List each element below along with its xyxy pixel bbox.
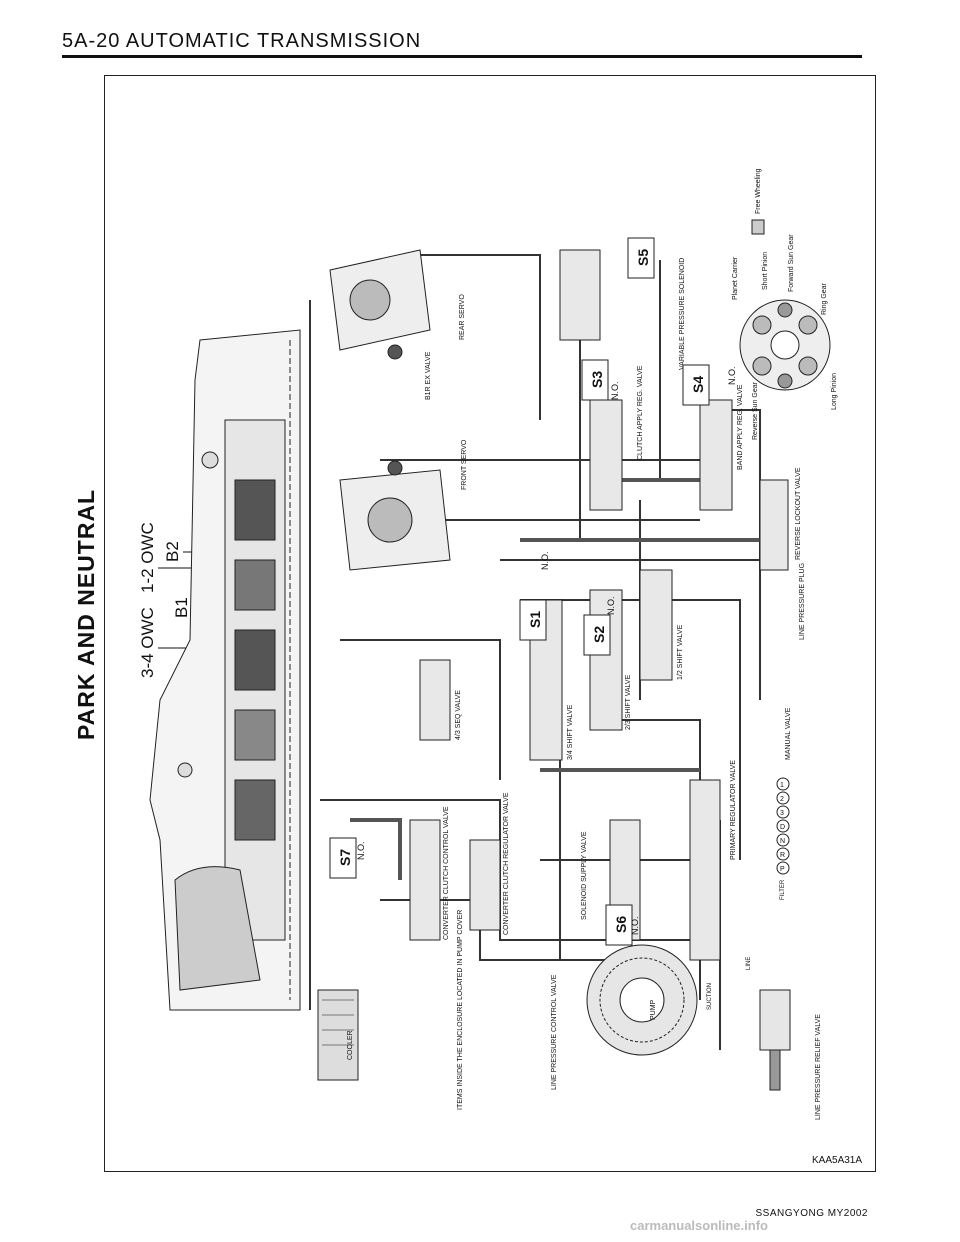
svg-text:N.O.: N.O. [356,841,366,860]
label-long-pinion: Long Pinion [831,373,838,410]
diagram-frame [104,75,876,1172]
label-short-pinion: Short Pinion [762,252,769,290]
label-shift-34: 3/4 SHIFT VALVE [567,704,574,760]
label-line: LINE [746,957,752,970]
label-line-pressure-ctrl: LINE PRESSURE CONTROL VALVE [551,974,558,1090]
page-header: 5A-20 AUTOMATIC TRANSMISSION [62,30,422,52]
label-b1r-ex-valve: B1R EX VALVE [425,351,432,400]
watermark: carmanualsonline.info [630,1218,768,1233]
label-manual-valve: MANUAL VALVE [785,707,792,760]
cooler: COOLER [317,989,359,1081]
label-reverse-lockout: REVERSE LOCKOUT VALVE [795,467,802,560]
solenoid-s5: S5 [627,237,655,279]
label-pump: PUMP [650,999,657,1020]
label-conv-clutch-ctrl: CONVERTER CLUTCH CONTROL VALVE [443,806,450,940]
label-ring-gear: Ring Gear [821,282,828,315]
svg-text:S2: S2 [591,626,607,643]
svg-text:N.O.: N.O. [727,366,737,385]
label-conv-clutch-reg: CONVERTER CLUTCH REGULATOR VALVE [503,792,510,935]
solenoid-s3: S3 [581,359,609,401]
solenoid-s6: S6 [605,904,633,946]
callout-owc12: 1-2 OWC [138,522,157,593]
label-suction: SUCTION [707,983,713,1010]
svg-text:N.O.: N.O. [540,551,550,570]
label-items-inside: ITEMS INSIDE THE ENCLOSURE LOCATED IN PU… [457,910,464,1110]
callout-owc34: 3-4 OWC [138,607,157,678]
svg-text:S7: S7 [337,849,353,866]
svg-text:N.O.: N.O. [606,596,616,615]
solenoid-s1: S1 [519,599,547,641]
svg-text:N.O.: N.O. [630,916,640,935]
planetary-gearset [739,299,831,391]
label-seq-valve-43: 4/3 SEQ VALVE [455,690,462,740]
svg-text:N: N [780,838,785,845]
header-rule [62,55,862,58]
label-rear-servo: REAR SERVO [459,294,466,340]
label-free-wheeling: Free Wheeling [755,168,762,214]
svg-text:P: P [780,866,785,873]
callout-b1: B1 [172,597,191,618]
label-shift-23: 2/3 SHIFT VALVE [625,674,632,730]
front-servo [339,460,451,571]
line-pressure-relief-valve [759,989,791,1091]
svg-text:S5: S5 [635,249,651,266]
label-filter: FILTER [780,879,786,900]
svg-text:D: D [780,824,785,831]
svg-text:2: 2 [780,796,784,803]
no-labels: N.O. N.O. N.O. N.O. N.O. N.O. [356,366,737,935]
rear-servo [329,249,431,360]
label-primary-reg: PRIMARY REGULATOR VALVE [730,760,737,860]
valve-bodies [409,249,789,961]
valve-labels: 4/3 SEQ VALVE 3/4 SHIFT VALVE 2/3 SHIFT … [443,258,822,1120]
svg-text:S3: S3 [589,371,605,388]
figure-id: KAA5A31A [812,1155,862,1166]
label-forward-sun-gear: Forward Sun Gear [788,234,795,292]
label-var-pressure-sol: VARIABLE PRESSURE SOLENOID [679,258,686,370]
label-clutch-apply-reg: CLUTCH APPLY REG. VALVE [637,365,644,460]
label-front-servo: FRONT SERVO [461,439,468,490]
free-wheeling-swatch [751,219,765,235]
manual-positions: P R N D 3 2 1 [776,777,790,875]
svg-text:1: 1 [780,782,784,789]
solenoid-s7: S7 [329,837,357,879]
svg-text:3: 3 [780,810,784,817]
svg-text:S4: S4 [690,376,706,393]
label-reverse-sun-gear: Reverse Sun Gear [752,381,759,440]
svg-text:R: R [780,852,785,859]
label-band-apply-reg: BAND APPLY REG. VALVE [737,384,744,470]
label-planet-carrier: Planet Carrier [732,256,739,300]
svg-text:N.O.: N.O. [610,381,620,400]
svg-text:S1: S1 [527,611,543,628]
label-line-pressure-plug: LINE PRESSURE PLUG [799,563,806,640]
transmission-section [149,329,301,1011]
solenoid-s2: S2 [583,614,611,656]
diagram-title: PARK AND NEUTRAL [73,489,99,740]
pump: PUMP [586,944,698,1056]
label-cooler: COOLER [347,1030,354,1060]
label-solenoid-supply: SOLENOID SUPPLY VALVE [581,831,588,920]
solenoid-s4: S4 [682,364,710,406]
label-line-pressure-relief: LINE PRESSURE RELIEF VALVE [815,1014,822,1120]
footer-code: SSANGYONG MY2002 [755,1208,868,1219]
svg-text:S6: S6 [613,916,629,933]
callout-b2: B2 [163,541,182,562]
label-shift-12: 1/2 SHIFT VALVE [677,624,684,680]
